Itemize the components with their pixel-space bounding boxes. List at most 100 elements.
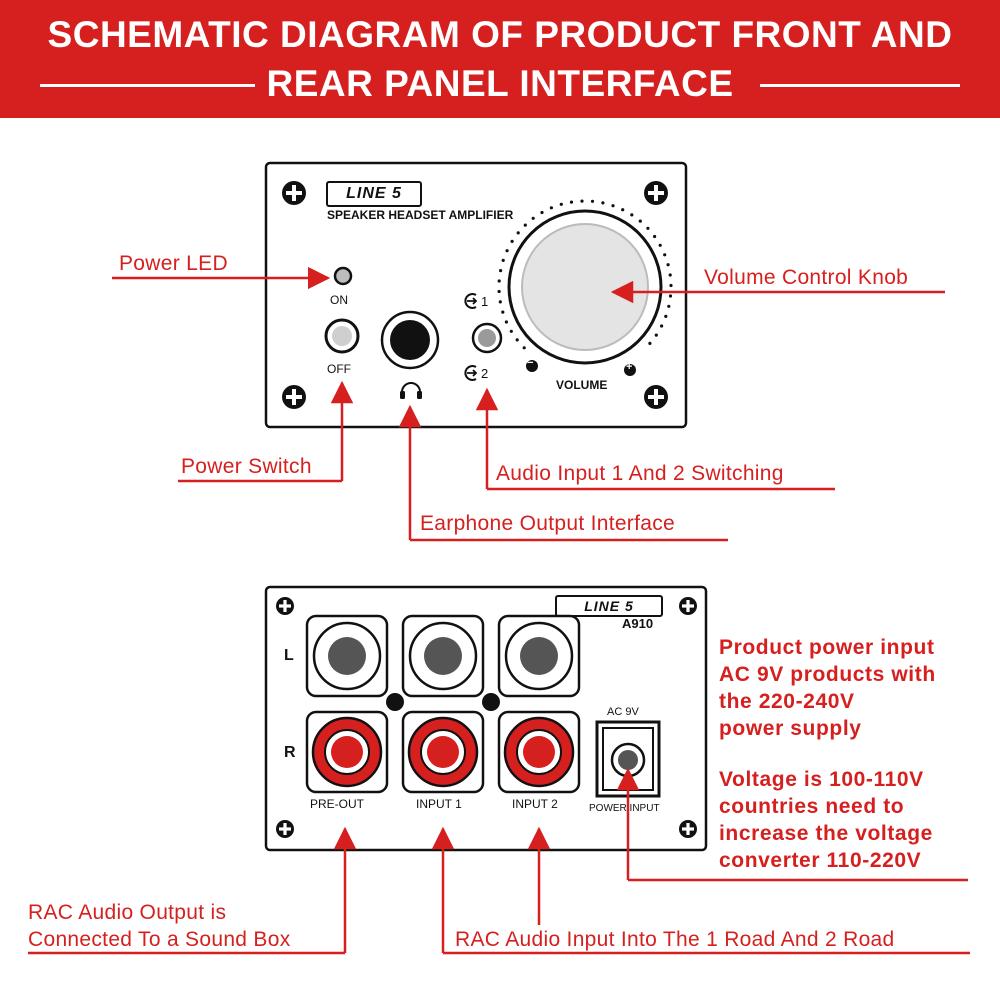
rca-left-input-2[interactable] xyxy=(497,614,581,698)
headphone-jack-hole xyxy=(390,320,430,360)
volume-scale-dot xyxy=(531,216,535,220)
callout-rca-output-line-2: Connected To a Sound Box xyxy=(28,928,291,951)
volume-label: VOLUME xyxy=(556,378,608,392)
rca-left-input-1[interactable] xyxy=(401,614,485,698)
minus-marker-icon xyxy=(526,360,538,372)
volume-scale-dot xyxy=(504,320,508,324)
rca-right-input-2[interactable] xyxy=(497,710,581,794)
product-name: SPEAKER HEADSET AMPLIFIER xyxy=(327,208,514,222)
volume-scale-dot xyxy=(501,310,505,314)
volume-scale-dot xyxy=(601,201,605,205)
title-rule-right xyxy=(760,84,960,87)
volume-scale-dot xyxy=(654,333,658,337)
callout-audio-switching: Audio Input 1 And 2 Switching xyxy=(496,462,784,485)
volume-scale-dot xyxy=(515,338,519,342)
power-led xyxy=(333,266,353,286)
volume-scale-dot xyxy=(668,273,672,277)
note-power-line-4: power supply xyxy=(719,717,862,740)
model-label: A910 xyxy=(622,616,654,631)
volume-scale-dot xyxy=(590,199,595,203)
ac-9v-label: AC 9V xyxy=(607,706,639,718)
brand-logo: LINE 5 xyxy=(555,595,663,617)
screw-icon xyxy=(282,181,306,205)
title-banner: SCHEMATIC DIAGRAM OF PRODUCT FRONT AND R… xyxy=(0,0,1000,118)
input-1-label: INPUT 1 xyxy=(416,797,462,811)
rear-indicator-dot xyxy=(482,693,500,711)
off-label: OFF xyxy=(327,362,351,376)
callout-earphone-output: Earphone Output Interface xyxy=(420,512,675,535)
rca-right-input-1[interactable] xyxy=(401,710,485,794)
on-label: ON xyxy=(330,293,348,307)
callout-power-led: Power LED xyxy=(119,252,228,275)
pre-out-label: PRE-OUT xyxy=(310,797,364,811)
screw-icon xyxy=(644,385,668,409)
volume-scale-dot xyxy=(559,202,563,206)
screw-icon xyxy=(282,385,306,409)
volume-scale-dot xyxy=(669,283,673,288)
screw-icon xyxy=(679,597,697,615)
volume-scale-dot xyxy=(580,199,584,203)
note-voltage-line-4: converter 110-220V xyxy=(719,849,922,872)
note-power-line-3: the 220-240V xyxy=(719,690,855,713)
note-power-line-2: AC 9V products with xyxy=(719,663,936,686)
volume-scale-dot xyxy=(497,289,501,294)
volume-scale-dot xyxy=(501,258,505,262)
title-rule-left xyxy=(40,84,255,87)
volume-scale-dot xyxy=(505,249,509,253)
callout-rca-output-line-1: RAC Audio Output is xyxy=(28,901,227,924)
plus-marker-icon xyxy=(624,364,636,376)
volume-scale-dot xyxy=(660,324,664,328)
note-power-line-1: Product power input xyxy=(719,636,935,659)
volume-scale-dot xyxy=(498,300,502,304)
screw-icon xyxy=(644,181,668,205)
volume-scale xyxy=(497,199,673,350)
volume-scale-dot xyxy=(549,206,554,210)
volume-scale-dot xyxy=(516,231,520,235)
rear-indicator-dot xyxy=(386,693,404,711)
volume-scale-dot xyxy=(664,314,668,318)
volume-scale-dot xyxy=(666,263,670,267)
power-input-label: POWER INPUT xyxy=(589,803,660,814)
power-switch-cap xyxy=(332,326,352,346)
volume-scale-dot xyxy=(522,346,526,350)
input-2-icon xyxy=(464,365,478,381)
headphone-icon xyxy=(400,382,422,399)
screw-icon xyxy=(276,597,294,615)
volume-scale-dot xyxy=(499,269,503,273)
volume-scale-dot xyxy=(638,219,642,223)
right-channel-label: R xyxy=(284,744,296,761)
rca-left-pre-out[interactable] xyxy=(305,614,389,698)
input-1-icon xyxy=(464,293,478,309)
volume-scale-dot xyxy=(653,234,657,239)
left-channel-label: L xyxy=(284,647,294,664)
volume-scale-dot xyxy=(646,226,650,230)
rca-right-pre-out[interactable] xyxy=(305,710,389,794)
volume-scale-dot xyxy=(509,329,513,333)
input-1-label: 1 xyxy=(481,294,489,309)
volume-scale-dot xyxy=(648,341,652,345)
volume-scale-dot xyxy=(569,200,574,204)
screw-icon xyxy=(679,820,697,838)
note-voltage-line-1: Voltage is 100-110V xyxy=(719,768,924,791)
minus-label: − xyxy=(527,357,534,369)
callout-power-switch: Power Switch xyxy=(181,455,312,478)
callout-volume-knob: Volume Control Knob xyxy=(704,266,909,289)
volume-scale-dot xyxy=(668,294,673,298)
volume-scale-dot xyxy=(540,210,544,215)
volume-scale-dot xyxy=(621,208,625,212)
note-voltage-line-2: countries need to xyxy=(719,795,905,818)
plus-label: + xyxy=(626,361,633,373)
volume-scale-dot xyxy=(510,239,514,243)
screw-icon xyxy=(276,820,294,838)
volume-scale-dot xyxy=(630,213,634,217)
callout-rca-input: RAC Audio Input Into The 1 Road And 2 Ro… xyxy=(455,928,895,951)
input-2-label: INPUT 2 xyxy=(512,797,558,811)
volume-scale-dot xyxy=(667,304,671,308)
volume-knob-cap xyxy=(521,223,649,351)
note-voltage-line-3: increase the voltage xyxy=(719,822,933,845)
volume-scale-dot xyxy=(663,253,667,257)
volume-scale-dot xyxy=(497,279,501,283)
input-switch-cap xyxy=(478,329,496,347)
volume-scale-dot xyxy=(658,243,662,247)
